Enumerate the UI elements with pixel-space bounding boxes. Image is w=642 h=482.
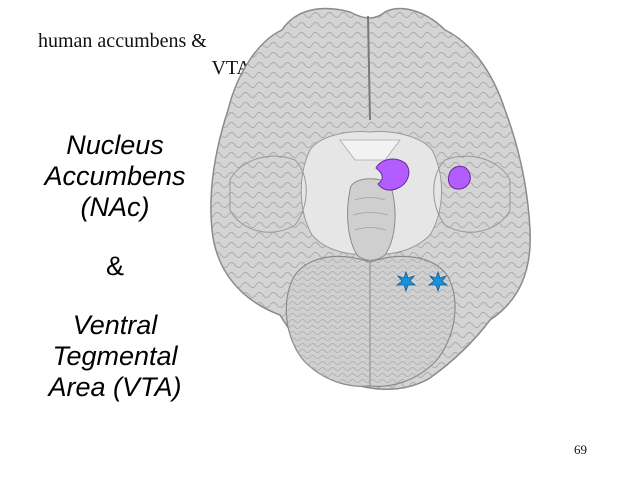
vta-marker-left [395,270,417,293]
brain-section-image [210,7,531,391]
main-label: Nucleus Accumbens (NAc) & Ventral Tegmen… [20,130,210,403]
page-number: 69 [574,442,587,457]
midline-fissure [367,15,371,121]
vta-label-line-3: Area (VTA) [48,372,182,402]
nac-label-line-1: Nucleus [66,130,164,160]
vta-marker-right [427,270,449,293]
corner-title-line-1: human accumbens & [38,30,207,52]
nac-highlight-right [447,165,471,190]
vta-label-line-2: Tegmental [52,341,178,371]
nac-label-line-3: (NAc) [80,192,150,222]
ampersand: & [105,251,124,281]
vta-label-line-1: Ventral [72,310,158,340]
nac-label-line-2: Accumbens [44,161,186,191]
nac-highlight-left [375,158,410,191]
brainstem [347,178,396,261]
